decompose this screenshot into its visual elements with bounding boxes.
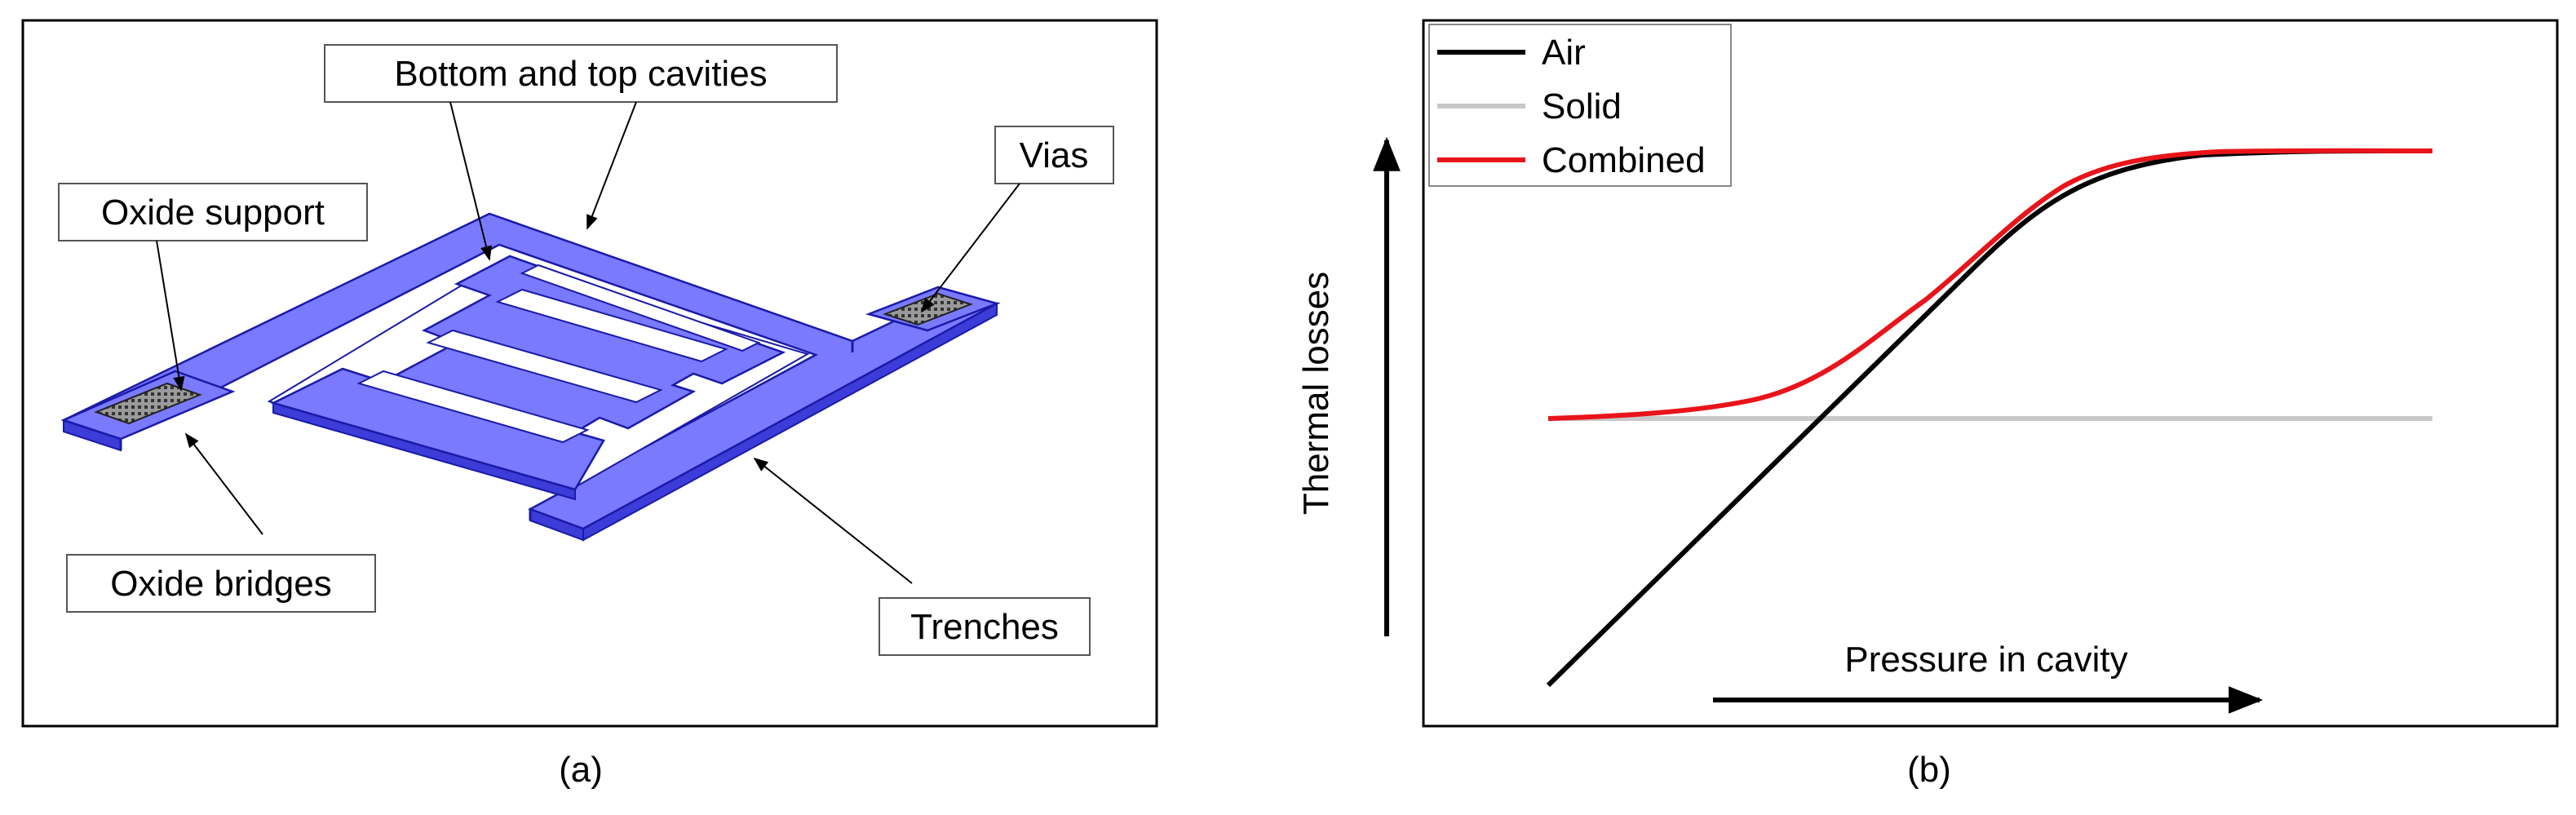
legend-label-combined: Combined xyxy=(1542,140,1706,180)
callout-oxide-support-arrow xyxy=(156,240,185,392)
callout-oxide-support-label: Oxide support xyxy=(101,193,325,233)
left-vias xyxy=(94,382,202,425)
callout-oxide-bridges: Oxide bridges xyxy=(66,432,376,613)
serpentine-heater xyxy=(270,255,786,501)
callout-trenches-box xyxy=(879,597,1091,656)
callout-oxide-support: Oxide support xyxy=(58,183,368,392)
serpentine-slot-4 xyxy=(520,264,761,352)
callout-trenches-label: Trenches xyxy=(910,607,1059,647)
y-axis-label: Thermal losses xyxy=(1296,272,1336,515)
panel-b-caption: (b) xyxy=(1907,750,1951,790)
callout-vias-box xyxy=(994,126,1114,184)
callout-cavities-label: Bottom and top cavities xyxy=(394,54,767,94)
callout-trenches: Trenches xyxy=(753,457,1091,656)
legend-label-air: Air xyxy=(1542,33,1586,73)
legend: Air Solid Combined xyxy=(1428,24,1732,187)
callout-oxide-bridges-box xyxy=(66,554,376,613)
legend-label-solid: Solid xyxy=(1542,86,1622,126)
serpentine-slot-1 xyxy=(356,370,590,444)
callout-cavities-arrow-1 xyxy=(449,101,493,261)
x-axis-label: Pressure in cavity xyxy=(1844,640,2127,680)
series-combined-line xyxy=(1547,148,2433,421)
frame-top-face xyxy=(60,212,1001,530)
callout-trenches-arrow xyxy=(753,457,913,584)
callout-oxide-bridges-arrow xyxy=(184,432,263,535)
legend-item-air: Air xyxy=(1437,33,1586,73)
callout-vias-label: Vias xyxy=(1020,135,1089,175)
panel-b: Thermal losses Pressure in cavity Air So… xyxy=(1296,19,2559,790)
serpentine-slot-2 xyxy=(426,329,663,404)
panel-a-caption: (a) xyxy=(559,750,603,790)
panel-a: Bottom and top cavities Vias Oxide suppo… xyxy=(21,19,1158,790)
callout-cavities-box xyxy=(324,44,838,103)
callout-vias: Vias xyxy=(920,126,1114,313)
callout-oxide-support-box xyxy=(58,183,368,241)
legend-item-solid: Solid xyxy=(1437,86,1622,126)
callout-cavities: Bottom and top cavities xyxy=(324,44,838,261)
legend-item-combined: Combined xyxy=(1437,140,1706,180)
serpentine-slot-3 xyxy=(495,288,728,363)
callout-vias-arrow xyxy=(920,183,1020,313)
callout-cavities-arrow-2 xyxy=(586,101,637,230)
sensor-structure xyxy=(60,212,1001,542)
callout-oxide-bridges-label: Oxide bridges xyxy=(110,564,331,604)
